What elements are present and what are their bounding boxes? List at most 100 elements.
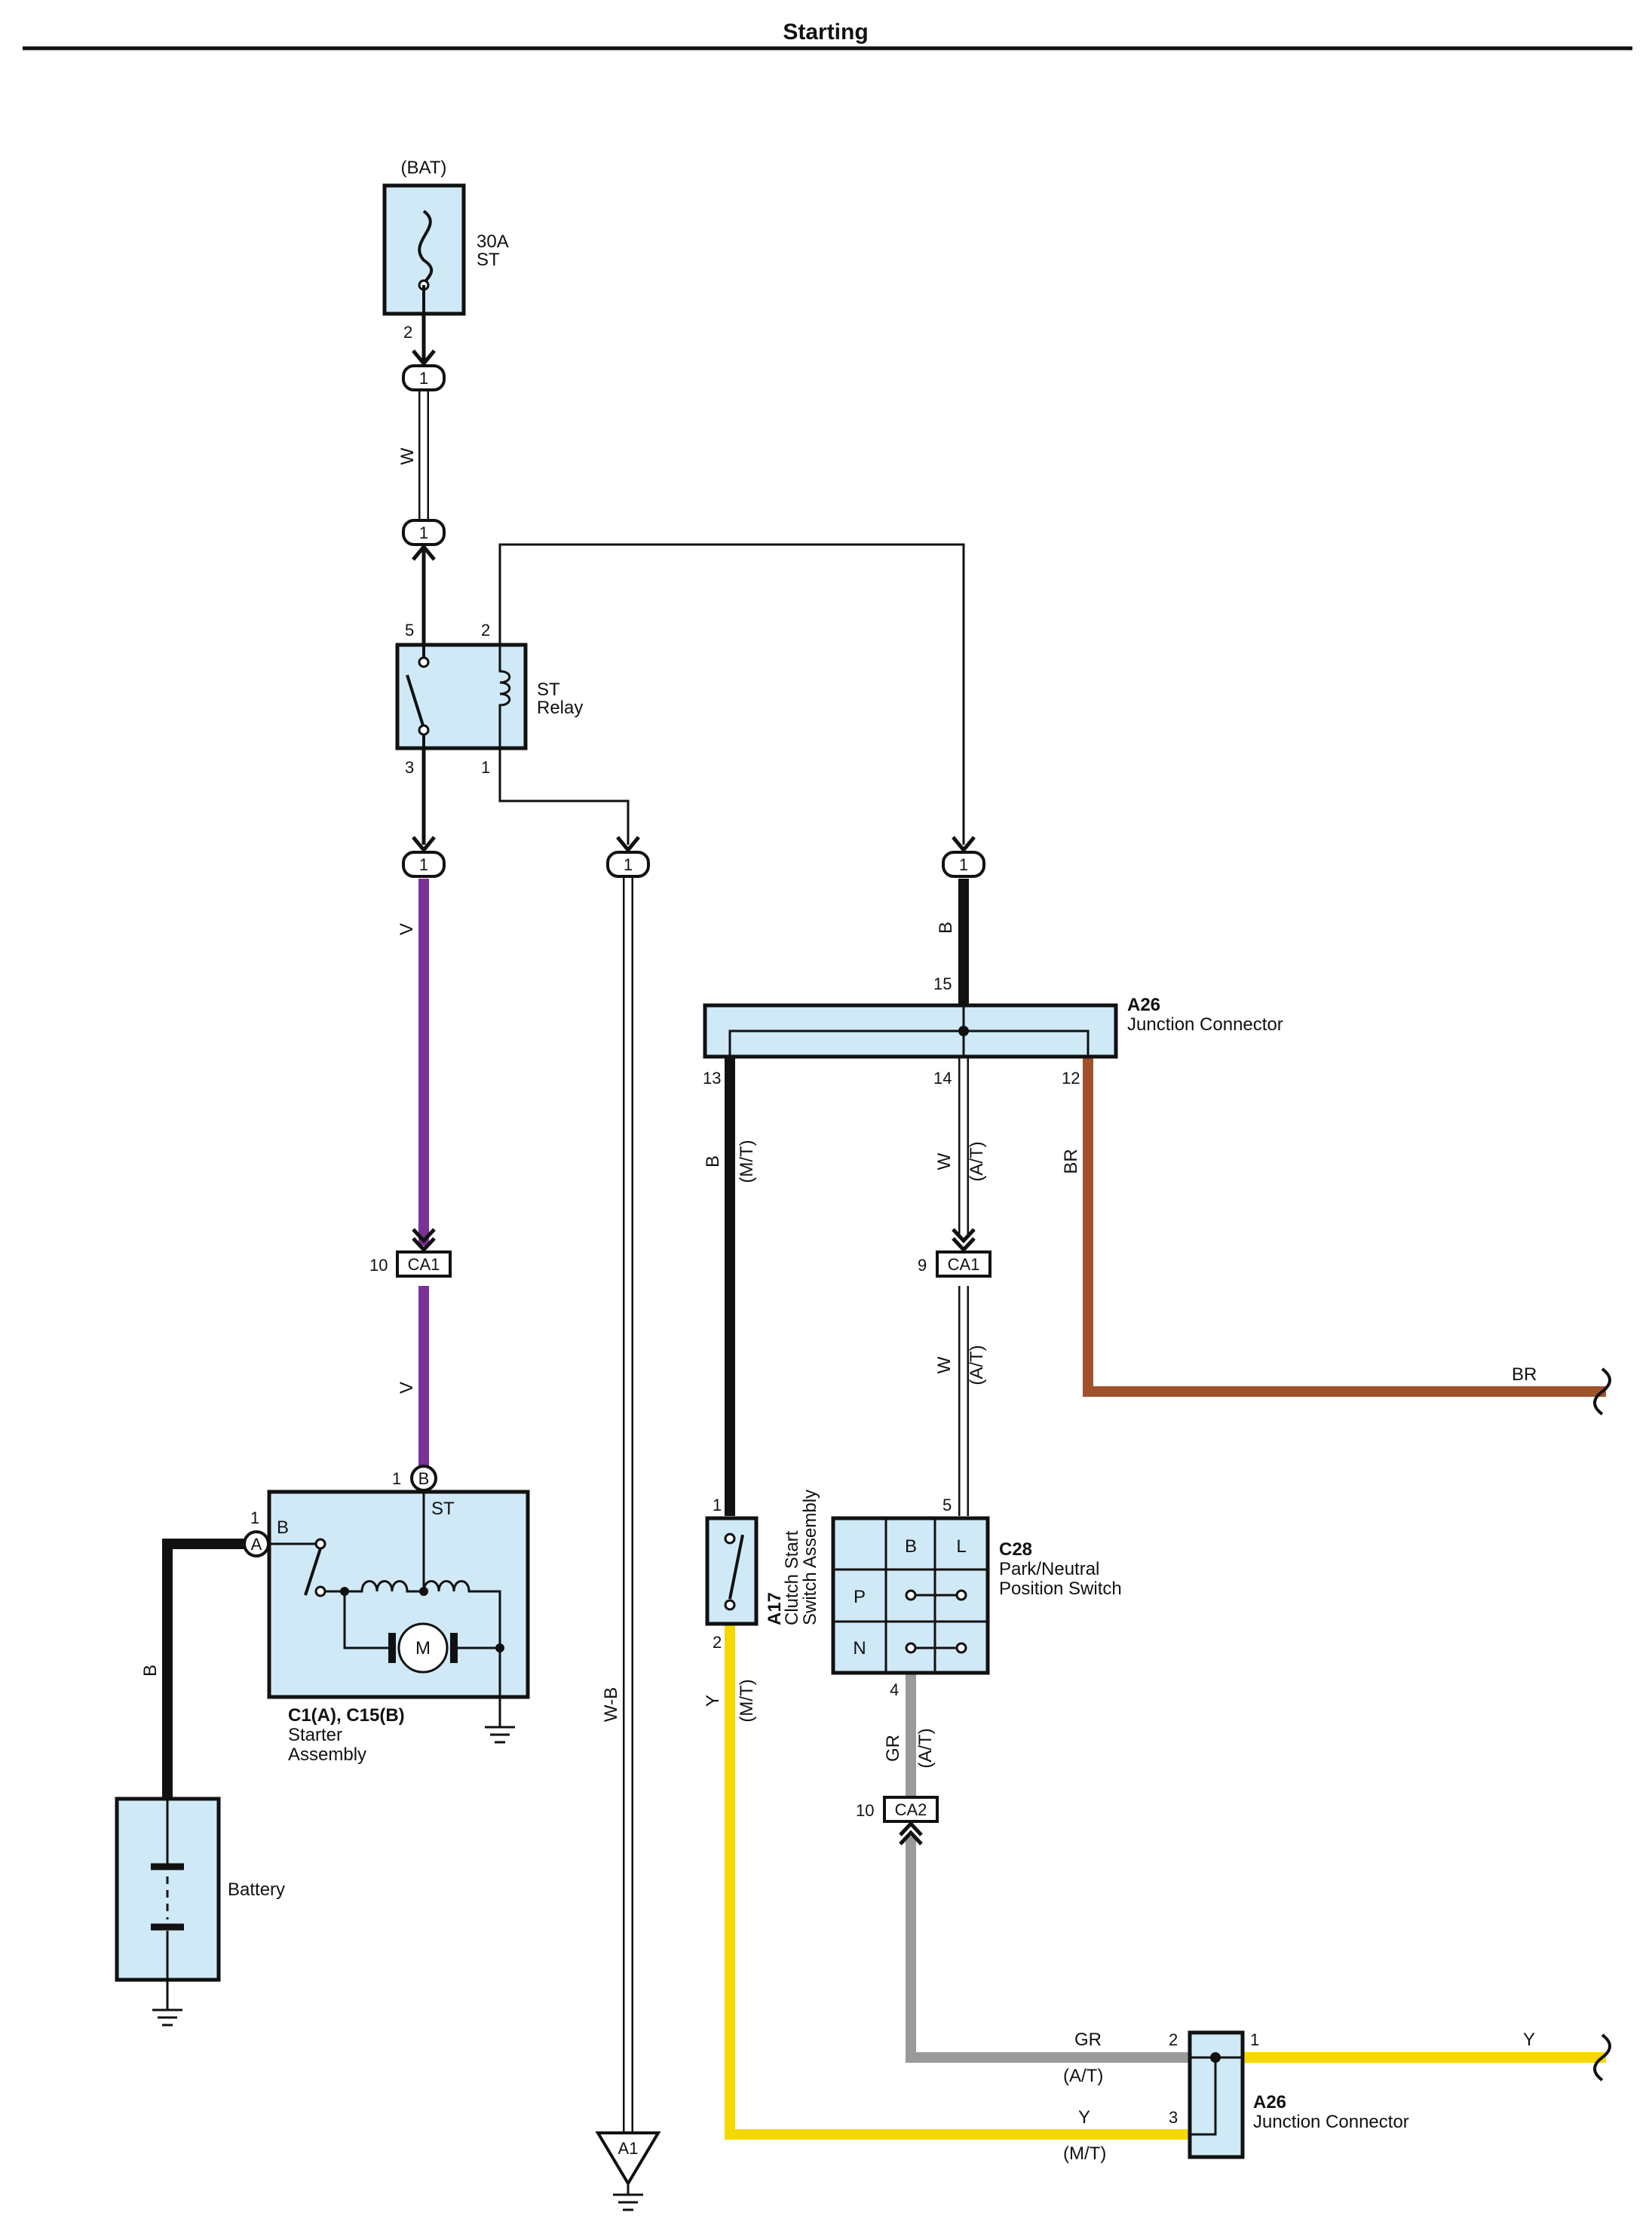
c28-col-b: B (905, 1536, 917, 1557)
svg-text:1: 1 (419, 855, 428, 874)
a26-junction-dot (958, 1026, 969, 1036)
svg-text:1: 1 (624, 855, 633, 874)
wire-label-mt-3: (M/T) (1063, 2143, 1106, 2164)
fuse-out-arrow (412, 349, 436, 367)
arrow-ca2 (899, 1821, 923, 1846)
wire-label-v-2: V (397, 1382, 417, 1394)
a26-pin-14: 14 (933, 1069, 952, 1088)
arrow-b-1 (952, 836, 976, 853)
svg-text:CA1: CA1 (948, 1255, 980, 1274)
motor-label: M (415, 1638, 431, 1659)
wire-label-at-1: (A/T) (967, 1141, 987, 1181)
a26b-name: Junction Connector (1253, 2112, 1409, 2132)
ground-a1: A1 (595, 2131, 661, 2211)
c28-contact-n (905, 1642, 967, 1654)
bat-label: (BAT) (401, 158, 447, 178)
wire-label-br-1: BR (1061, 1149, 1081, 1174)
wire-relay1-wb (498, 747, 630, 845)
relay-switch-blade (406, 674, 425, 729)
svg-text:1: 1 (419, 523, 428, 542)
wire-label-y-3: Y (1523, 2030, 1535, 2050)
svg-text:A1: A1 (618, 2139, 639, 2158)
starter-st-label: ST (431, 1499, 455, 1519)
c28-row-n: N (853, 1638, 866, 1659)
starter-switch-blade (304, 1548, 322, 1596)
a26b-code: A26 (1253, 2092, 1286, 2113)
wire-label-at-4: (A/T) (1063, 2066, 1103, 2086)
arrow-ca1-w (952, 1228, 976, 1253)
connector-1-b: 1 (402, 519, 446, 546)
connector-1-a: 1 (402, 364, 446, 391)
starter-ground-icon (485, 1726, 515, 1744)
ca1-pin-10: 10 (369, 1256, 388, 1275)
a17-pin-2: 2 (713, 1633, 722, 1652)
a26-pin-12: 12 (1062, 1069, 1080, 1088)
starter-code: C1(A), C15(B) (288, 1705, 405, 1726)
page-title: Starting (783, 20, 868, 44)
connector-ca1-w: CA1 (936, 1250, 992, 1278)
svg-text:1: 1 (419, 369, 428, 388)
a26-name: Junction Connector (1127, 1014, 1283, 1035)
a17-name-1: Clutch Start (782, 1530, 802, 1625)
relay-name-1: ST (537, 680, 560, 700)
fuse-pin-2: 2 (403, 323, 412, 342)
relay-in-arrow (412, 544, 436, 561)
starter-b-label: B (277, 1517, 289, 1538)
connector-ca1-v: CA1 (396, 1250, 452, 1278)
a26b-pin-2: 2 (1169, 2030, 1178, 2049)
starter-pin-1-side: 1 (250, 1508, 259, 1527)
c28-row-p: P (854, 1587, 866, 1607)
wire-y-mt (725, 1622, 1191, 2140)
connector-b-starter: B (410, 1465, 437, 1492)
relay-pin-2: 2 (481, 621, 490, 640)
ca1-pin-9: 9 (918, 1256, 927, 1275)
svg-text:CA2: CA2 (895, 1800, 927, 1819)
a17-name-2: Switch Assembly (800, 1490, 820, 1625)
svg-text:A: A (251, 1535, 262, 1554)
connector-1-wb: 1 (606, 851, 650, 878)
relay-name-2: Relay (537, 698, 583, 718)
connector-ca2: CA2 (883, 1796, 939, 1823)
wire-label-b-1: B (936, 922, 956, 934)
relay-coil (498, 645, 511, 748)
a26b-pin-1: 1 (1250, 2030, 1259, 2049)
wire-b-battery (162, 1539, 253, 1799)
wire-label-at-2: (A/T) (967, 1345, 987, 1385)
relay-pin-1: 1 (481, 758, 490, 777)
arrow-ca1-v (412, 1228, 436, 1253)
wire-label-gr-2: GR (1074, 2030, 1102, 2050)
relay-pin-5: 5 (405, 621, 414, 640)
connector-1-v: 1 (402, 851, 446, 878)
starter-assembly (267, 1490, 530, 1699)
a26b-pin-3: 3 (1169, 2108, 1178, 2127)
wire-br (1083, 1056, 1606, 1397)
wire-label-y-2: Y (1078, 2107, 1090, 2128)
connector-a-starter: A (243, 1530, 270, 1557)
a17-switch-blade (728, 1534, 744, 1600)
a26b-junction-dot (1210, 2052, 1221, 2063)
wire-label-b-battery: B (140, 1665, 161, 1677)
c28-name-1: Park/Neutral (999, 1559, 1099, 1579)
fuse-symbol (418, 210, 434, 286)
svg-text:1: 1 (959, 855, 968, 874)
fuse-name: ST (477, 250, 500, 270)
starter-coil (325, 1580, 483, 1593)
c28-pin-4: 4 (890, 1680, 899, 1699)
battery-name: Battery (228, 1879, 285, 1900)
wire-label-w-2: W (934, 1152, 955, 1170)
a26-pin-15: 15 (933, 974, 952, 993)
ca2-pin-10: 10 (856, 1801, 874, 1820)
c28-pin-5: 5 (942, 1496, 952, 1514)
wire-label-w-b: W-B (601, 1687, 621, 1722)
relay-pin-3: 3 (405, 758, 414, 777)
wire-label-y-1: Y (703, 1695, 723, 1707)
a17-pin-1: 1 (713, 1496, 722, 1514)
wire-br-break (1593, 1367, 1611, 1416)
starter-pin-1-top: 1 (392, 1469, 401, 1488)
arrow-v-1 (412, 836, 436, 853)
wire-label-mt-2: (M/T) (737, 1679, 757, 1722)
c28-col-l: L (956, 1536, 966, 1557)
wire-gr-lower (906, 1836, 1191, 2063)
wire-label-br-2: BR (1512, 1364, 1537, 1385)
